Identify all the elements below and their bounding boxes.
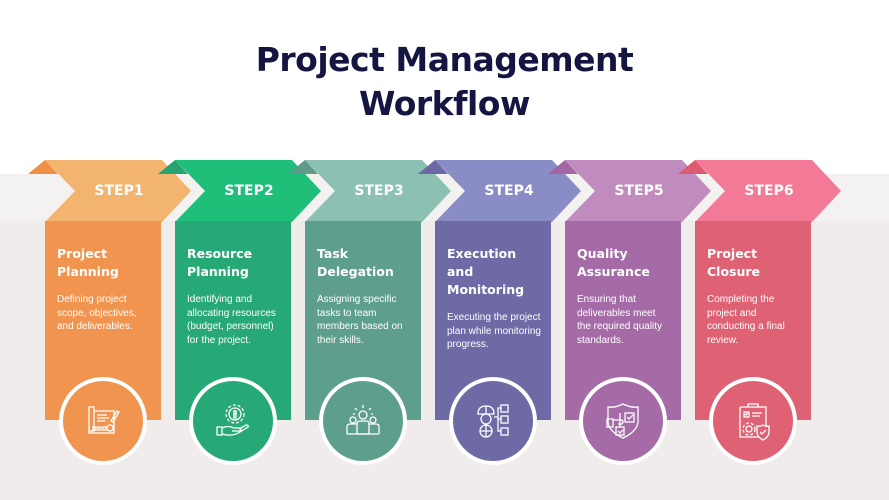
title-line-2: Workflow [359,84,530,123]
step-1-chevron [45,160,191,222]
step-3-icon-circle [319,377,407,465]
step-4-chevron [435,160,581,222]
step-6-label: STEP6 [744,183,794,199]
worker-boxes-icon [477,404,509,438]
team-icon [346,405,380,435]
step-6-description: Completing the project and conducting a … [707,294,785,346]
fold-triangle [418,160,448,174]
step-1-label: STEP1 [94,183,144,199]
step-1-icon-circle [59,377,147,465]
fold-triangle [28,160,58,174]
step-2-chevron [175,160,321,222]
fold-triangle [158,160,188,174]
shield-checklist-icon [606,403,639,439]
step-5-label: STEP5 [614,183,664,199]
step-2-description: Identifying and allocating resources (bu… [187,294,276,346]
fold-triangle [548,160,578,174]
step-2-label: STEP2 [224,183,274,199]
page-title: Project Management Workflow [0,38,889,126]
step-5-title: Quality Assurance [577,246,650,279]
step-4-icon-circle [449,377,537,465]
step-3-title: Task Delegation [317,246,394,279]
step-3-label: STEP3 [354,183,404,199]
step-2-title: Resource Planning [187,246,253,279]
step-5-description: Ensuring that deliverables meet the requ… [577,294,663,346]
step-5-icon-circle [579,377,667,465]
step-6-title: Project Closure [707,246,761,279]
title-line-1: Project Management [255,40,634,79]
step-5-chevron [565,160,711,222]
step-6-card: Project Closure Completing the project a… [695,221,811,420]
step-6-icon-circle [709,377,797,465]
step-1-description: Defining project scope, objectives, and … [57,294,137,332]
step-4-title: Execution and Monitoring [447,246,525,297]
step-3-description: Assigning specific tasks to team members… [317,294,403,346]
step-6-chevron [695,160,841,222]
step-1-title: Project Planning [57,246,119,279]
step-4-description: Executing the project plan while monitor… [447,312,541,350]
hand-gear-person-icon [216,404,249,436]
fold-triangle [288,160,318,174]
step-3-chevron [305,160,451,222]
fold-triangle [678,160,708,174]
step-2-icon-circle [189,377,277,465]
blueprint-pencil-icon [88,406,120,434]
step-4-label: STEP4 [484,183,534,199]
clipboard-gear-shield-icon [739,403,770,441]
step-5-card: Quality Assurance Ensuring that delivera… [565,221,681,420]
